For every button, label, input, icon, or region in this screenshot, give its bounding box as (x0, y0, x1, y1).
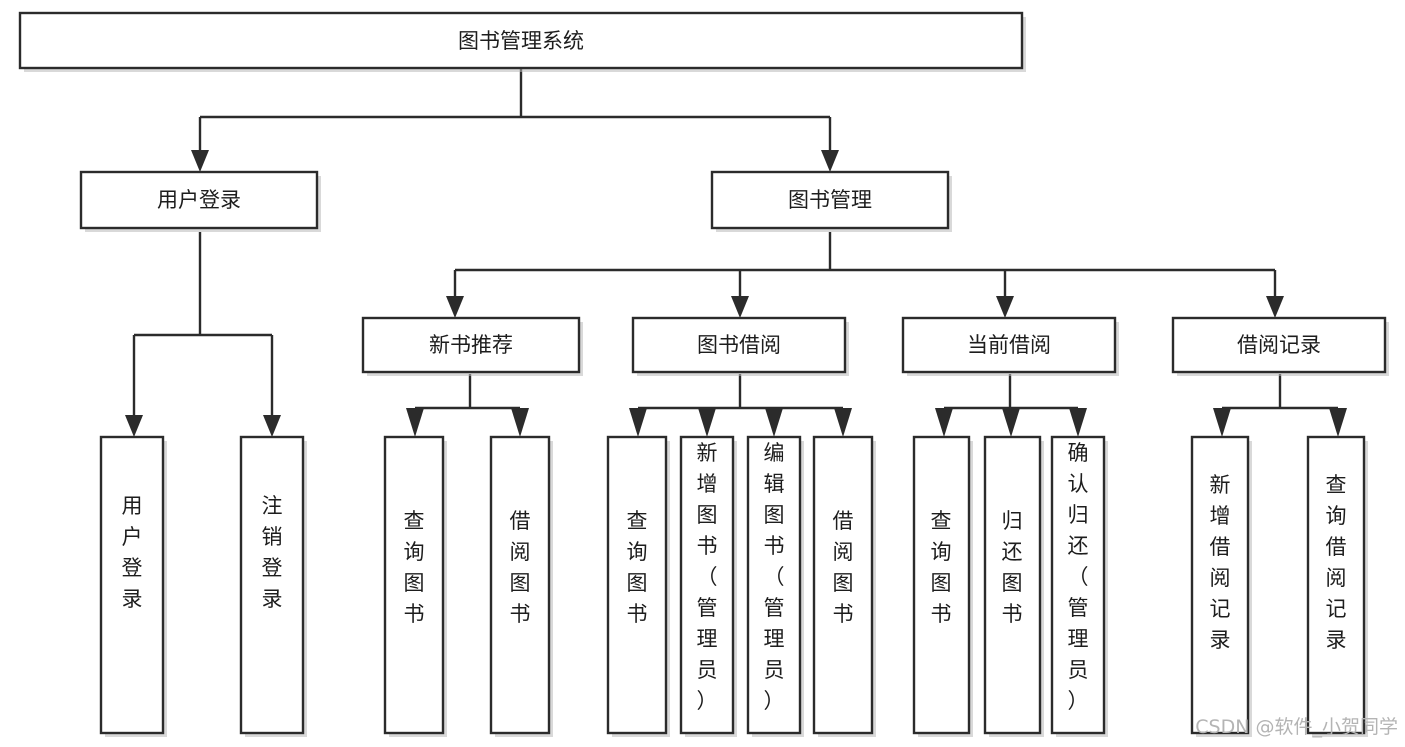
leaf-node-bb-0[interactable]: 查询图书 (606, 435, 670, 737)
leaf-bb-0-label: 查询图书 (627, 509, 648, 626)
arrow-head-book-borrow (731, 296, 749, 318)
node-book-manage-label: 图书管理 (788, 188, 872, 212)
node-new-book-recommend[interactable]: 新书推荐 (361, 316, 583, 376)
leaf-br-0-label: 新增借阅记录 (1210, 473, 1231, 652)
arrow-head-cb-leaf-2 (1069, 408, 1087, 437)
arrow-head-borrow-record (1266, 296, 1284, 318)
leaf-node-br-0[interactable]: 新增借阅记录 (1190, 435, 1252, 737)
leaf-node-cb-0[interactable]: 查询图书 (912, 435, 973, 737)
node-root-box[interactable] (18, 11, 1024, 70)
connector-group-current-borrow (935, 374, 1087, 437)
leaf-nbr-1-box[interactable] (489, 435, 551, 735)
arrow-head-bb-leaf-3 (834, 408, 852, 437)
node-root[interactable]: 图书管理系统 (18, 11, 1026, 72)
arrow-head-nbr-leaf-0 (406, 408, 424, 437)
leaf-bb-3-box[interactable] (812, 435, 874, 735)
leaf-nbr-0-label: 查询图书 (404, 509, 425, 626)
leaf-bb-2-box[interactable] (746, 435, 802, 735)
leaf-nbr-1-label: 借阅图书 (510, 509, 531, 626)
leaf-user-login-1-box[interactable] (239, 435, 305, 735)
node-user-login-box[interactable] (79, 170, 319, 230)
node-current-borrow[interactable]: 当前借阅 (901, 316, 1119, 376)
arrow-head-br-leaf-1 (1329, 408, 1347, 437)
node-user-login-label: 用户登录 (157, 188, 241, 212)
arrow-head-bb-leaf-1 (698, 408, 716, 437)
node-user-login[interactable]: 用户登录 (79, 170, 321, 232)
node-book-manage-box[interactable] (710, 170, 950, 230)
leaf-node-bb-3[interactable]: 借阅图书 (812, 435, 876, 737)
leaf-bb-3-label: 借阅图书 (833, 509, 854, 626)
leaf-user-login-0-label: 用户登录 (122, 494, 143, 611)
arrow-head-br-leaf-0 (1213, 408, 1231, 437)
leaf-node-br-1[interactable]: 查询借阅记录 (1306, 435, 1368, 737)
node-book-manage[interactable]: 图书管理 (710, 170, 952, 232)
arrow-head-cb-leaf-0 (935, 408, 953, 437)
connector-group-borrow-record (1213, 374, 1347, 437)
connector-group-new-book-recommend (406, 374, 529, 437)
leaf-br-0-box[interactable] (1190, 435, 1250, 735)
leaf-user-login-0-box[interactable] (99, 435, 165, 735)
leaf-node-user-login-0[interactable]: 用户登录 (99, 435, 167, 737)
leaf-node-cb-2[interactable]: 确认归还（管理员） (1050, 435, 1108, 737)
arrow-head-user-login (191, 150, 209, 172)
arrow-head-nbr-leaf-1 (511, 408, 529, 437)
node-new-book-recommend-label: 新书推荐 (429, 333, 513, 357)
node-current-borrow-box[interactable] (901, 316, 1117, 374)
node-current-borrow-label: 当前借阅 (967, 333, 1051, 357)
leaf-bb-1-box[interactable] (679, 435, 735, 735)
arrow-head-book-manage (821, 150, 839, 172)
leaf-node-nbr-1[interactable]: 借阅图书 (489, 435, 553, 737)
leaf-cb-0-label: 查询图书 (931, 509, 952, 626)
node-book-borrow-label: 图书借阅 (697, 333, 781, 357)
node-book-borrow-box[interactable] (631, 316, 847, 374)
leaf-node-nbr-0[interactable]: 查询图书 (383, 435, 447, 737)
arrow-head-bb-leaf-0 (629, 408, 647, 437)
node-book-borrow[interactable]: 图书借阅 (631, 316, 849, 376)
leaf-bb-2-label: 编辑图书（管理员） (764, 441, 785, 713)
leaf-node-bb-1[interactable]: 新增图书（管理员） (679, 435, 737, 737)
arrow-head-current-borrow (996, 296, 1014, 318)
leaf-cb-2-label: 确认归还（管理员） (1068, 441, 1089, 713)
connector-group-user-login (125, 232, 281, 437)
leaf-cb-2-box[interactable] (1050, 435, 1106, 735)
connector-group-root (191, 68, 839, 172)
leaf-node-user-login-1[interactable]: 注销登录 (239, 435, 307, 737)
arrow-head-user-login-leaf-0 (125, 415, 143, 437)
leaf-bb-0-box[interactable] (606, 435, 668, 735)
leaf-node-bb-2[interactable]: 编辑图书（管理员） (746, 435, 804, 737)
leaf-nbr-0-box[interactable] (383, 435, 445, 735)
leaf-cb-1-box[interactable] (983, 435, 1042, 735)
leaf-user-login-1-label: 注销登录 (262, 494, 283, 611)
node-borrow-record[interactable]: 借阅记录 (1171, 316, 1389, 376)
connector-group-book-borrow (629, 374, 852, 437)
arrow-head-bb-leaf-2 (765, 408, 783, 437)
arrow-head-user-login-leaf-1 (263, 415, 281, 437)
arrow-head-new-book-recommend (446, 296, 464, 318)
leaf-br-1-label: 查询借阅记录 (1326, 473, 1347, 652)
leaf-br-1-box[interactable] (1306, 435, 1366, 735)
connector-group-book-manage (446, 232, 1284, 318)
node-new-book-recommend-box[interactable] (361, 316, 581, 374)
arrow-head-cb-leaf-1 (1002, 408, 1020, 437)
leaf-node-cb-1[interactable]: 归还图书 (983, 435, 1044, 737)
node-borrow-record-box[interactable] (1171, 316, 1387, 374)
node-root-label: 图书管理系统 (458, 29, 584, 53)
node-borrow-record-label: 借阅记录 (1237, 333, 1321, 357)
leaf-bb-1-label: 新增图书（管理员） (697, 441, 718, 713)
leaf-cb-0-box[interactable] (912, 435, 971, 735)
csdn-watermark: CSDN @软件_小贺同学 (1195, 716, 1398, 738)
leaf-cb-1-label: 归还图书 (1002, 509, 1023, 626)
